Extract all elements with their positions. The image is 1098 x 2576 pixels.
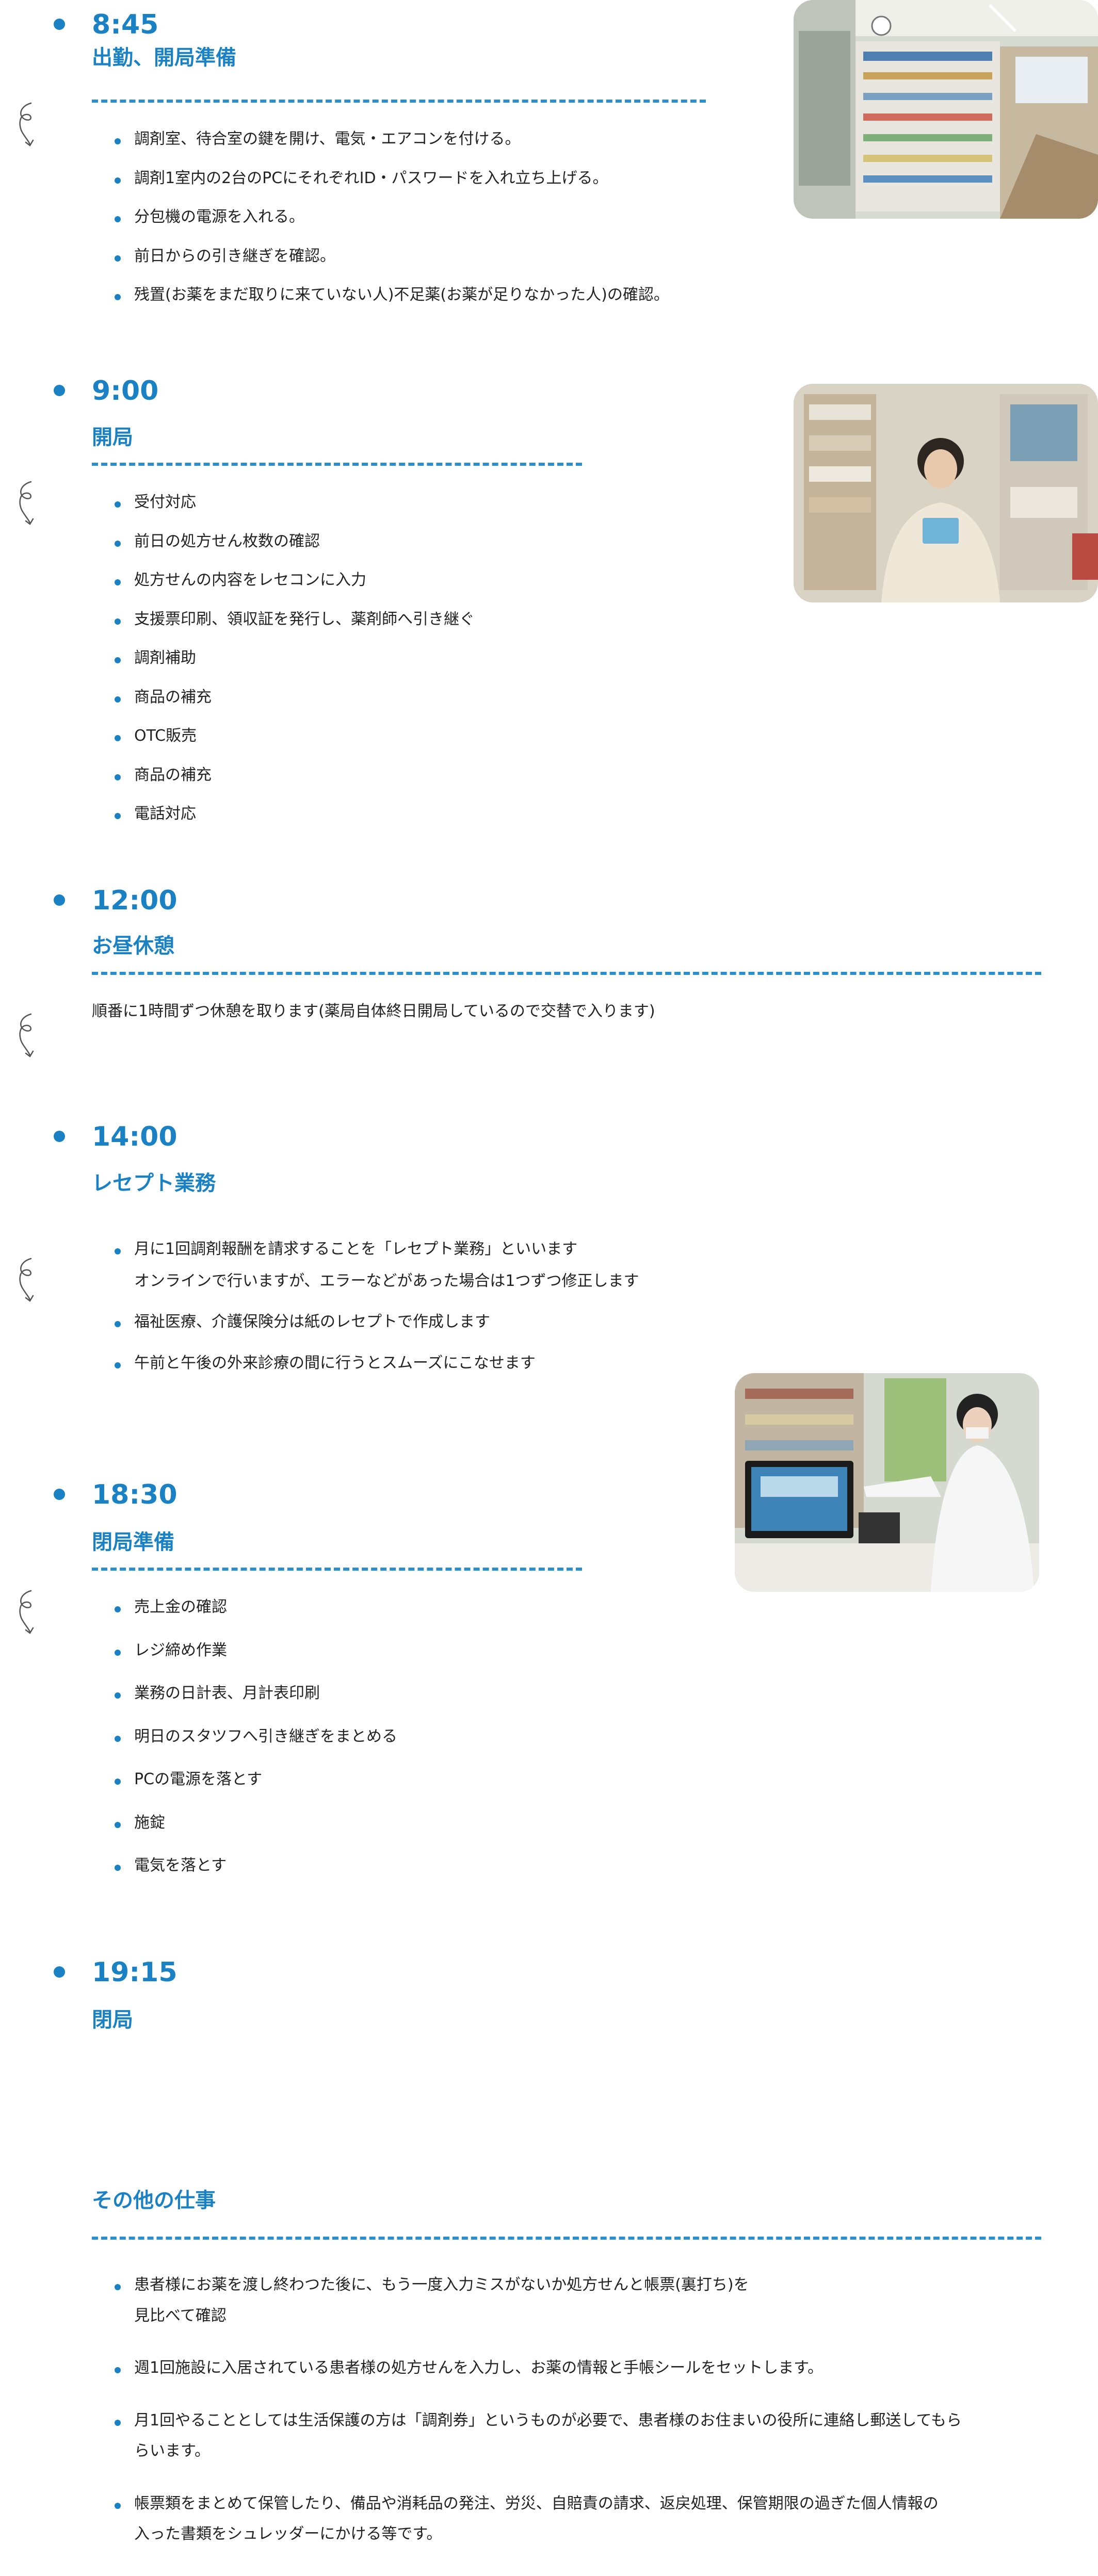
list-item-line: 週1回施設に入居されている患者様の処方せんを入力し、お薬の情報と手帳シールをセッ… bbox=[134, 2359, 824, 2377]
list-item: 処方せんの内容をレセコンに入力 bbox=[92, 569, 763, 592]
dashed-divider bbox=[92, 2237, 1041, 2240]
list-item: 電話対応 bbox=[92, 803, 763, 825]
list-item-line: 帳票類をまとめて保管したり、備品や消耗品の発注、労災、自賠責の請求、返戻処理、保… bbox=[134, 2494, 939, 2513]
section-title: 開局 bbox=[92, 426, 133, 449]
section-title: レセプト業務 bbox=[92, 1171, 216, 1195]
list-item: 調剤1室内の2台のPCにそれぞれID・パスワードを入れ立ち上げる。 bbox=[92, 167, 763, 190]
timeline-dot bbox=[54, 1131, 65, 1142]
list-item-line: 月1回やることとしては生活保護の方は「調剤券」というものが必要で、患者様のお住ま… bbox=[134, 2411, 962, 2430]
section-title: その他の仕事 bbox=[92, 2189, 216, 2212]
section-title: お昼休憩 bbox=[92, 934, 174, 958]
list-item: 週1回施設に入居されている患者様の処方せんを入力し、お薬の情報と手帳シールをセッ… bbox=[92, 2357, 1052, 2379]
section-time: 9:00 bbox=[92, 376, 159, 406]
swirl-icon bbox=[15, 480, 38, 526]
list-item: 残置(お薬をまだ取りに来ていない人)不足薬(お薬が足りなかった人)の確認。 bbox=[92, 284, 763, 306]
list-item: 午前と午後の外来診療の間に行うとスムーズにこなせます bbox=[92, 1352, 763, 1375]
task-list: 月に1回調剤報酬を請求することを「レセプト業務」といいます オンラインで行います… bbox=[92, 1238, 763, 1374]
list-item: 調剤室、待合室の鍵を開け、電気・エアコンを付ける。 bbox=[92, 128, 763, 151]
task-list: 受付対応 前日の処方せん枚数の確認 処方せんの内容をレセコンに入力 支援票印刷、… bbox=[92, 491, 763, 825]
list-item: OTC販売 bbox=[92, 725, 763, 747]
timeline-dot bbox=[54, 1489, 65, 1500]
dashed-divider bbox=[92, 972, 1041, 975]
list-item: 前日の処方せん枚数の確認 bbox=[92, 530, 763, 553]
section-time: 18:30 bbox=[92, 1479, 177, 1510]
list-item-line: 入った書類をシュレッダーにかける等です。 bbox=[134, 2525, 442, 2543]
list-item: 施錠 bbox=[92, 1812, 763, 1834]
task-list: 売上金の確認 レジ締め作業 業務の日計表、月計表印刷 明日のスタツフへ引き継ぎを… bbox=[92, 1596, 763, 1877]
staff-at-computer-photo bbox=[735, 1373, 1039, 1592]
timeline-dot bbox=[54, 19, 65, 30]
list-item-line: 患者様にお薬を渡し終わつた後に、もう一度入力ミスがないか処方せんと帳票(裏打ち)… bbox=[134, 2276, 749, 2294]
section-title: 出勤、開局準備 bbox=[92, 46, 236, 70]
other-work-list: 患者様にお薬を渡し終わつた後に、もう一度入力ミスがないか処方せんと帳票(裏打ち)… bbox=[92, 2274, 1052, 2546]
list-item: 分包機の電源を入れる。 bbox=[92, 206, 763, 229]
list-item-line: 見比べて確認 bbox=[134, 2306, 227, 2325]
section-time: 14:00 bbox=[92, 1121, 177, 1152]
staff-photo bbox=[794, 384, 1098, 602]
list-item: 売上金の確認 bbox=[92, 1596, 763, 1619]
list-item-line: 月に1回調剤報酬を請求することを「レセプト業務」といいます bbox=[134, 1240, 578, 1258]
lunch-break-text: 順番に1時間ずつ休憩を取ります(薬局自体終日開局しているので交替で入ります) bbox=[92, 1002, 655, 1020]
section-title: 閉局準備 bbox=[92, 1530, 174, 1554]
timeline-dot bbox=[54, 385, 65, 396]
list-item: 電気を落とす bbox=[92, 1854, 763, 1877]
list-item: 受付対応 bbox=[92, 491, 763, 514]
swirl-icon bbox=[15, 1012, 38, 1058]
list-item: 帳票類をまとめて保管したり、備品や消耗品の発注、労災、自賠責の請求、返戻処理、保… bbox=[92, 2492, 1052, 2546]
list-item: 前日からの引き継ぎを確認。 bbox=[92, 245, 763, 268]
section-time: 12:00 bbox=[92, 885, 177, 916]
list-item: 支援票印刷、領収証を発行し、薬剤師へ引き継ぐ bbox=[92, 608, 763, 631]
list-item: レジ締め作業 bbox=[92, 1639, 763, 1662]
list-item: 月1回やることとしては生活保護の方は「調剤券」というものが必要で、患者様のお住ま… bbox=[92, 2409, 1052, 2463]
swirl-icon bbox=[15, 101, 38, 148]
section-title: 閉局 bbox=[92, 2008, 133, 2032]
list-item: PCの電源を落とす bbox=[92, 1768, 763, 1791]
list-item: 調剤補助 bbox=[92, 647, 763, 670]
swirl-icon bbox=[15, 1589, 38, 1635]
dashed-divider bbox=[92, 1568, 582, 1571]
dashed-divider bbox=[92, 100, 706, 103]
task-list: 調剤室、待合室の鍵を開け、電気・エアコンを付ける。 調剤1室内の2台のPCにそれ… bbox=[92, 128, 763, 306]
list-item-line: オンラインで行いますが、エラーなどがあった場合は1つずつ修正します bbox=[134, 1271, 639, 1290]
swirl-icon bbox=[15, 1257, 38, 1303]
dashed-divider bbox=[92, 463, 582, 466]
timeline-dot bbox=[54, 1966, 65, 1978]
list-item: 明日のスタツフへ引き継ぎをまとめる bbox=[92, 1725, 763, 1748]
list-item: 業務の日計表、月計表印刷 bbox=[92, 1682, 763, 1705]
list-item: 商品の補充 bbox=[92, 686, 763, 709]
list-item: 患者様にお薬を渡し終わつた後に、もう一度入力ミスがないか処方せんと帳票(裏打ち)… bbox=[92, 2274, 1052, 2327]
section-time: 19:15 bbox=[92, 1957, 177, 1988]
section-time: 8:45 bbox=[92, 9, 159, 40]
pharmacy-interior-photo bbox=[794, 0, 1098, 219]
list-item-line: らいます。 bbox=[134, 2442, 210, 2460]
timeline-dot bbox=[54, 894, 65, 906]
list-item: 商品の補充 bbox=[92, 764, 763, 787]
list-item: 月に1回調剤報酬を請求することを「レセプト業務」といいます オンラインで行います… bbox=[92, 1238, 763, 1292]
list-item: 福祉医療、介護保険分は紙のレセプトで作成します bbox=[92, 1311, 763, 1333]
